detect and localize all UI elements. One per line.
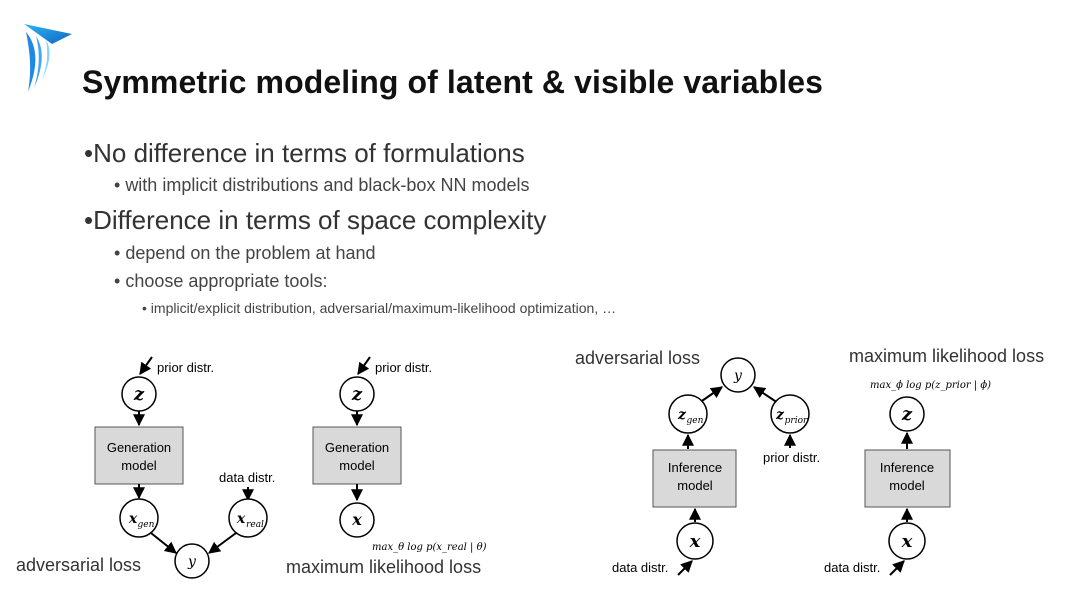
node-y-label: y: [733, 368, 743, 384]
loss-label: maximum likelihood loss: [849, 346, 1044, 366]
node-z: [889, 396, 925, 432]
box-line2: model: [339, 458, 375, 473]
bullet-implicit: • with implicit distributions and black-…: [114, 175, 529, 196]
node-x-label: x: [351, 510, 362, 529]
prior-label: prior distr.: [157, 360, 214, 375]
box-line1: Inference: [880, 460, 934, 475]
node-x: [888, 522, 926, 560]
bullet-dot: •: [114, 175, 126, 195]
node-y: [174, 543, 210, 579]
inference-model-box: [652, 449, 737, 508]
bullet-problem: • depend on the problem at hand: [114, 243, 376, 264]
bullet-formulations: •No difference in terms of formulations: [84, 138, 525, 169]
page-title: Symmetric modeling of latent & visible v…: [82, 64, 824, 100]
bullet-text: choose appropriate tools:: [125, 271, 328, 291]
generation-model-box: [312, 426, 402, 485]
bullet-tools: • choose appropriate tools:: [114, 271, 327, 292]
node-x-label: x: [901, 531, 913, 552]
data-label: data distr.: [612, 560, 668, 575]
arrow-data: [677, 560, 693, 576]
node-z-label: z: [901, 404, 913, 425]
node-y: [720, 357, 756, 393]
diagram-mle-latent: maximum likelihood loss max_ϕ log p(z_pr…: [824, 346, 1044, 576]
node-z-label: z: [133, 384, 145, 405]
prior-label: prior distr.: [763, 450, 820, 465]
bullet-dot: •: [114, 243, 126, 263]
bullet-dot: •: [142, 300, 151, 316]
bullet-text: depend on the problem at hand: [125, 243, 376, 263]
node-x: [676, 522, 714, 560]
box-line1: Generation: [325, 440, 389, 455]
node-y-label: y: [187, 554, 197, 570]
bullet-complexity: •Difference in terms of space complexity: [84, 205, 546, 236]
diagram-gan-visible: prior distr. z Generation model data dis…: [16, 356, 275, 579]
arrow-prior: [357, 356, 371, 375]
diagram-gan-latent: adversarial loss y z gen z prior prior d…: [575, 348, 820, 576]
node-xreal-label: x: [236, 511, 246, 527]
bullet-dot: •: [114, 271, 126, 291]
node-zgen-sub: gen: [687, 416, 704, 426]
formula: max_ϕ log p(z_prior | ϕ): [870, 380, 991, 391]
node-xgen-label: x: [128, 511, 138, 527]
bullet-text: No difference in terms of formulations: [93, 138, 525, 168]
diagram-mle-visible: prior distr. z Generation model x max_θ …: [286, 356, 487, 577]
node-zprior: [770, 394, 810, 434]
inference-model-box: [864, 449, 951, 508]
bullet-options: • implicit/explicit distribution, advers…: [142, 300, 616, 316]
box-line2: model: [889, 478, 925, 493]
node-zgen: [668, 394, 708, 434]
node-zprior-label: z: [775, 407, 785, 423]
node-x: [339, 502, 375, 538]
data-label: data distr.: [824, 560, 880, 575]
box-line2: model: [121, 458, 157, 473]
node-xgen: [119, 498, 159, 538]
node-xreal: [228, 498, 268, 538]
data-label: data distr.: [219, 470, 275, 485]
arrow-prior: [139, 356, 153, 375]
node-xreal-sub: real: [246, 520, 264, 530]
loss-label: adversarial loss: [16, 555, 141, 575]
arrow-zgen-to-y: [698, 386, 723, 404]
node-xgen-sub: gen: [138, 520, 155, 530]
loss-label: maximum likelihood loss: [286, 557, 481, 577]
arrow-data: [889, 560, 905, 576]
node-zgen-label: z: [677, 407, 687, 423]
arrow-xgen-to-y: [150, 532, 177, 554]
box-line2: model: [677, 478, 713, 493]
bullet-text: Difference in terms of space complexity: [93, 205, 547, 235]
node-zprior-sub: prior: [785, 416, 808, 426]
bullet-text: implicit/explicit distribution, adversar…: [150, 300, 617, 316]
bullet-dot: •: [84, 205, 94, 235]
box-line1: Inference: [668, 460, 722, 475]
loss-label: adversarial loss: [575, 348, 700, 368]
bullet-text: with implicit distributions and black-bo…: [125, 175, 530, 195]
bullet-dot: •: [84, 138, 94, 168]
logo-icon: [24, 24, 72, 92]
node-z-label: z: [351, 384, 363, 405]
arrow-zprior-to-y: [753, 386, 779, 404]
node-x-label: x: [689, 531, 701, 552]
formula: max_θ log p(x_real | θ): [372, 542, 487, 553]
generation-model-box: [94, 426, 184, 485]
box-line1: Generation: [107, 440, 171, 455]
prior-label: prior distr.: [375, 360, 432, 375]
arrow-xreal-to-y: [208, 532, 237, 554]
